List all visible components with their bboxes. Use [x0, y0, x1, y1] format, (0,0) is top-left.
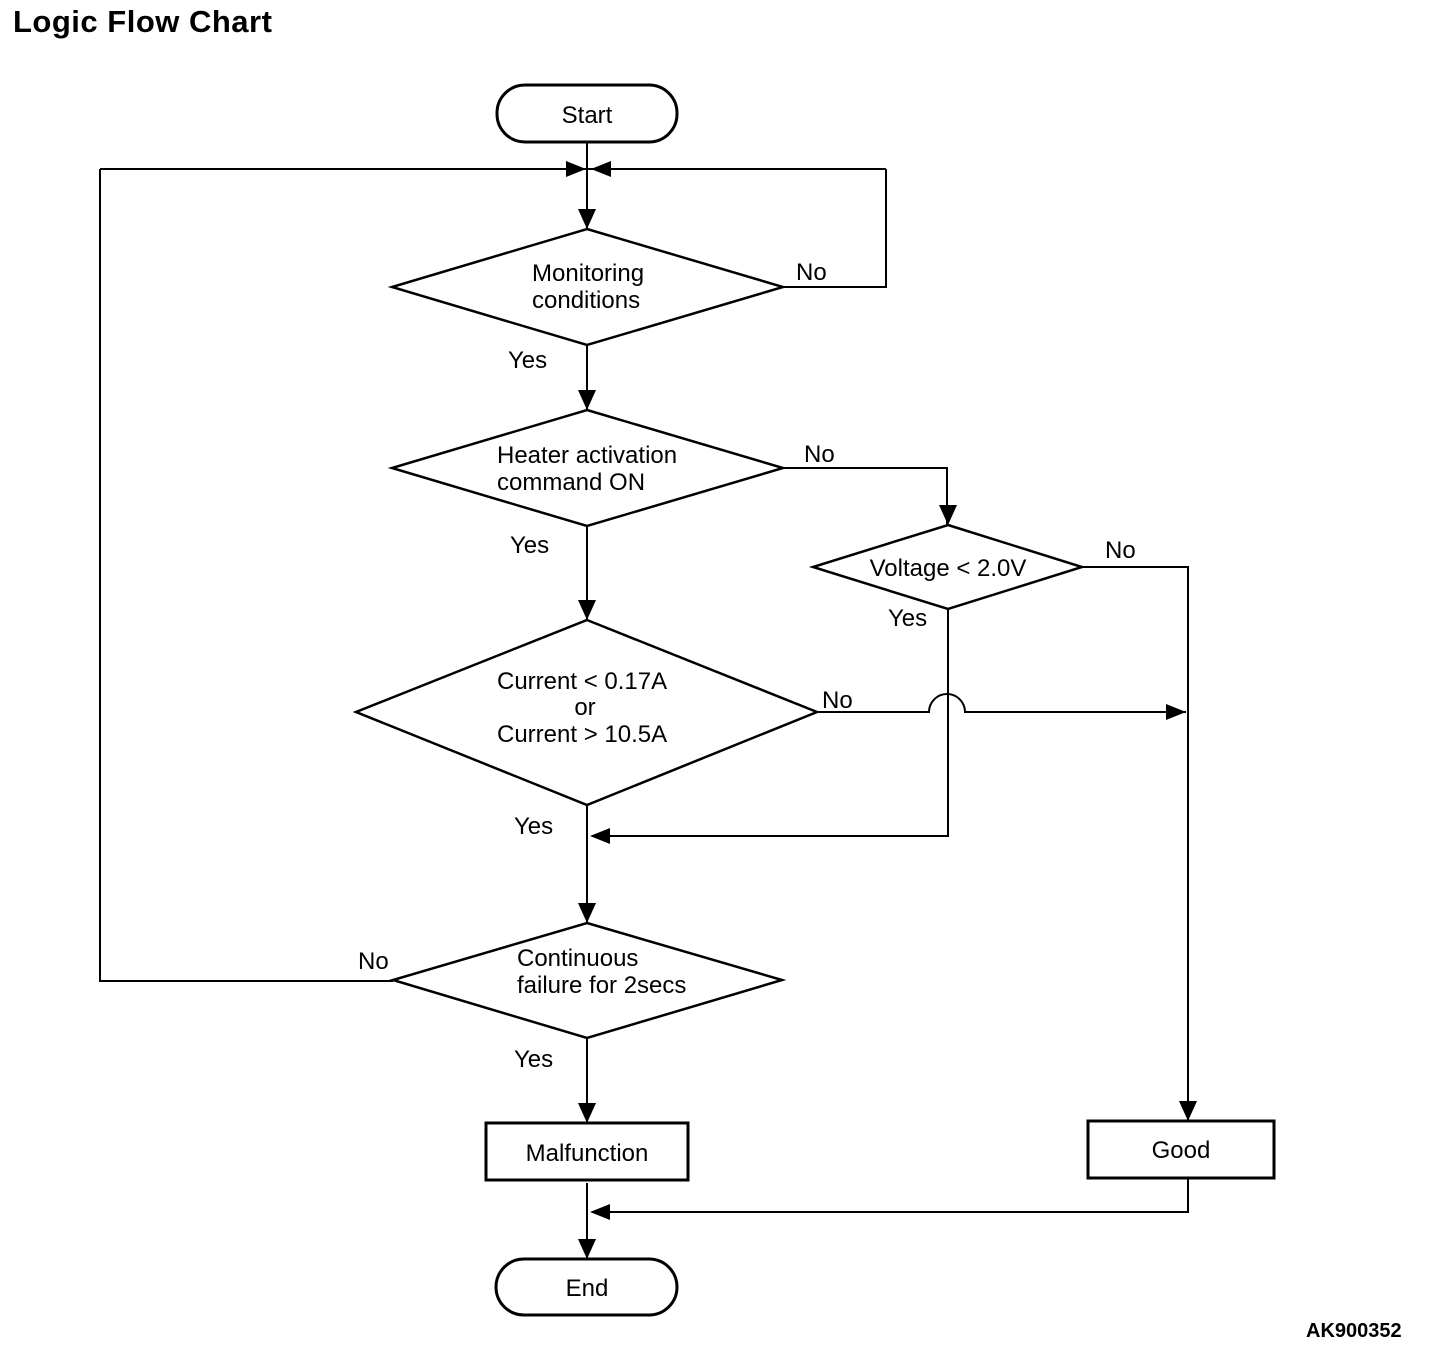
malfunction-node: Malfunction: [484, 1121, 690, 1182]
voltage-check-label: Voltage < 2.0V: [870, 555, 1027, 582]
edge-current-no-with-hop: [817, 693, 1186, 713]
monitoring-conditions-node: Monitoring conditions: [387, 227, 788, 347]
end-node: End: [494, 1257, 679, 1317]
flowchart-arrowheads: [566, 161, 1197, 1259]
arrowhead-into-monitoring: [578, 209, 596, 229]
voltage-check-diamond: [808, 523, 1087, 611]
branch-labels: Yes No Yes No Yes No Yes No Yes No: [358, 259, 1136, 1073]
arrowhead-into-heater: [578, 390, 596, 410]
continuous-failure-diamond: [388, 921, 787, 1040]
edge-monitoring-no-loop: [783, 169, 887, 288]
arrowhead-into-good: [1179, 1101, 1197, 1121]
arrowhead-into-end: [578, 1239, 596, 1259]
heater-activation-diamond: [387, 408, 788, 528]
end-terminator-shape: [494, 1257, 679, 1317]
arrowhead-junction-from-right: [591, 161, 611, 177]
heater-yes-label: Yes: [510, 532, 549, 559]
arrowhead-current-no-merge: [1166, 704, 1186, 720]
good-box: [1086, 1119, 1276, 1180]
arrowhead-into-voltage: [939, 505, 957, 525]
arrowhead-into-continuous: [578, 903, 596, 923]
monitoring-conditions-diamond: [387, 227, 788, 347]
heater-activation-node: Heater activation command ON: [387, 408, 788, 528]
edge-good-to-end: [592, 1178, 1189, 1213]
good-node: Good: [1086, 1119, 1276, 1180]
voltage-no-label: No: [1105, 537, 1136, 564]
monitoring-no-label: No: [796, 259, 827, 286]
current-check-line3: Current > 10.5A: [497, 721, 667, 748]
start-label: Start: [562, 102, 613, 129]
page-title: Logic Flow Chart: [13, 4, 273, 39]
end-label: End: [566, 1275, 609, 1302]
continuous-failure-line1: Continuous: [517, 945, 638, 972]
continuous-failure-node: Continuous failure for 2secs: [388, 921, 787, 1040]
arrowhead-voltage-yes-merge: [590, 828, 610, 844]
heater-no-label: No: [804, 441, 835, 468]
monitoring-conditions-line2: conditions: [532, 287, 640, 314]
figure-code: AK900352: [1306, 1320, 1402, 1342]
continuous-no-label: No: [358, 948, 389, 975]
heater-activation-line2: command ON: [497, 469, 645, 496]
current-check-line2: or: [574, 694, 595, 721]
edge-heater-no: [783, 467, 948, 525]
arrowhead-into-malfunction: [578, 1103, 596, 1123]
monitoring-yes-label: Yes: [508, 347, 547, 374]
arrowhead-junction-from-left: [566, 161, 586, 177]
continuous-failure-line2: failure for 2secs: [517, 972, 686, 999]
edge-left-loop: [99, 169, 393, 982]
monitoring-conditions-line1: Monitoring: [532, 260, 644, 287]
voltage-check-node: Voltage < 2.0V: [808, 523, 1087, 611]
current-yes-label: Yes: [514, 813, 553, 840]
current-check-diamond: [352, 618, 821, 807]
voltage-yes-label: Yes: [888, 605, 927, 632]
malfunction-box: [484, 1121, 690, 1182]
current-check-node: Current < 0.17A or Current > 10.5A: [352, 618, 821, 807]
flowchart-edges: [99, 142, 1189, 1259]
current-check-line1: Current < 0.17A: [497, 668, 667, 695]
edge-voltage-yes: [592, 609, 949, 837]
start-terminator-shape: [495, 83, 679, 144]
good-label: Good: [1152, 1137, 1211, 1164]
edge-voltage-no: [1082, 566, 1189, 1121]
arrowhead-good-merge: [590, 1204, 610, 1220]
arrowhead-into-current: [578, 600, 596, 620]
heater-activation-line1: Heater activation: [497, 442, 677, 469]
current-no-label: No: [822, 687, 853, 714]
start-node: Start: [495, 83, 679, 144]
continuous-yes-label: Yes: [514, 1046, 553, 1073]
malfunction-label: Malfunction: [526, 1140, 649, 1167]
